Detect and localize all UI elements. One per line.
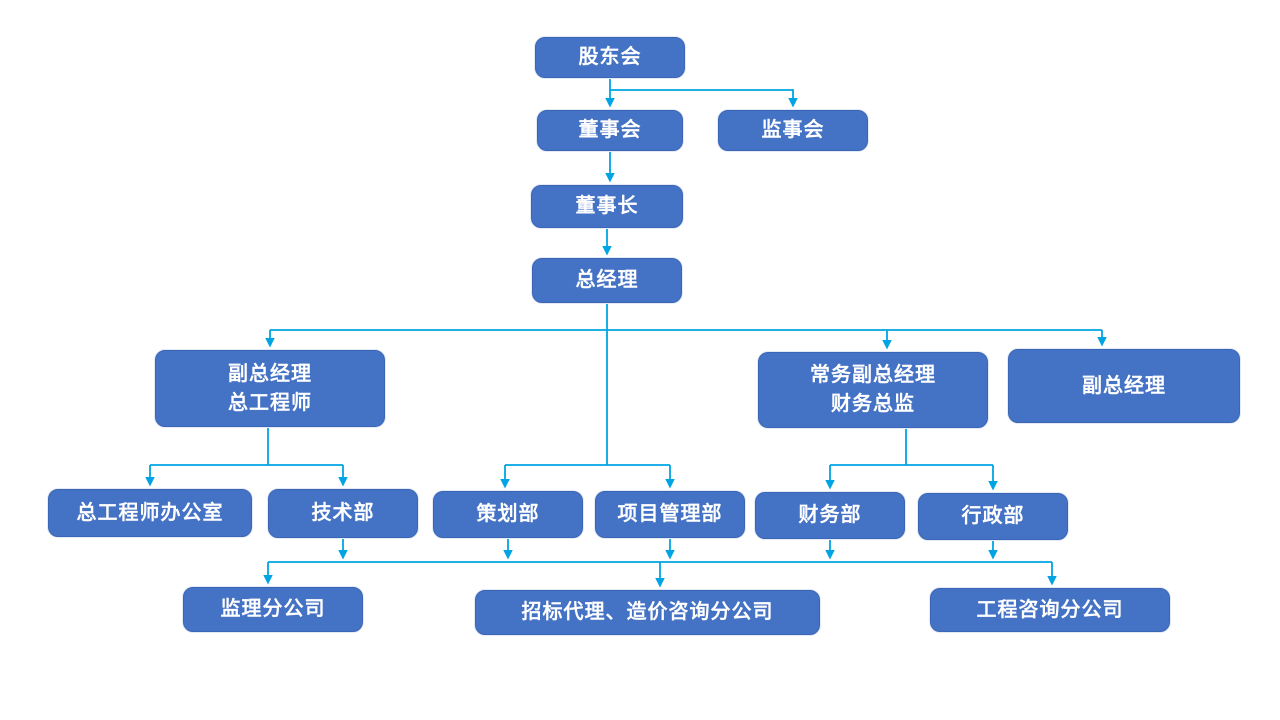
org-node-planning-dept: 策划部 xyxy=(433,491,583,538)
org-node-technology-dept: 技术部 xyxy=(268,489,418,538)
org-node-board-of-directors: 董事会 xyxy=(537,110,683,151)
org-node-supervisory-board: 监事会 xyxy=(718,110,868,151)
edge-shareholders-supervisory xyxy=(610,89,798,108)
org-node-deputy-gm-chief-engineer: 副总经理 总工程师 xyxy=(155,350,385,427)
org-node-deputy-gm: 副总经理 xyxy=(1008,349,1240,423)
org-node-general-manager: 总经理 xyxy=(532,258,682,303)
org-node-chief-engineer-office: 总工程师办公室 xyxy=(48,489,252,537)
org-node-executive-deputy-gm-cfo: 常务副总经理 财务总监 xyxy=(758,352,988,428)
org-node-shareholders-meeting: 股东会 xyxy=(535,37,685,78)
org-node-chairman: 董事长 xyxy=(531,185,683,228)
org-node-engineering-consulting-branch: 工程咨询分公司 xyxy=(930,588,1170,632)
org-node-administration-dept: 行政部 xyxy=(918,493,1068,540)
org-node-finance-dept: 财务部 xyxy=(755,492,905,539)
org-node-project-management-dept: 项目管理部 xyxy=(595,491,745,538)
org-node-supervision-branch: 监理分公司 xyxy=(183,587,363,632)
org-node-bidding-cost-consulting-branch: 招标代理、造价咨询分公司 xyxy=(475,590,820,635)
